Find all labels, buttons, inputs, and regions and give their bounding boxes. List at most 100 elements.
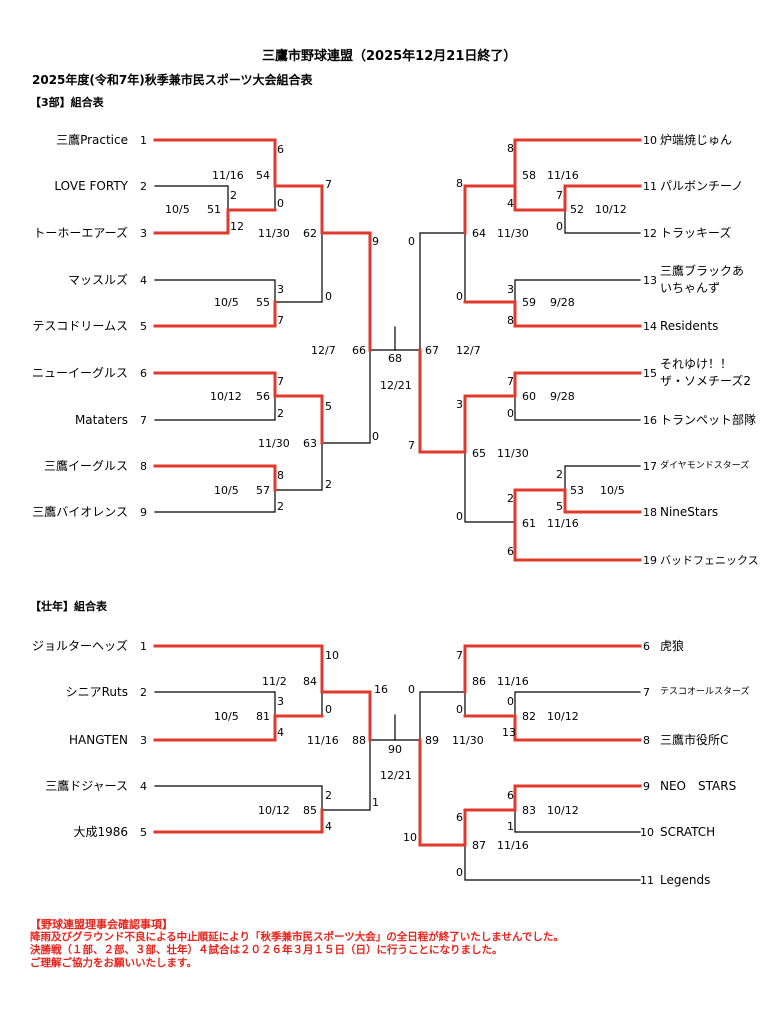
seed-number: 5: [140, 826, 147, 839]
game-number: 90: [388, 743, 402, 756]
seed-number: 7: [140, 414, 147, 427]
score: 6: [277, 143, 284, 156]
team-name: トランペット部隊: [660, 413, 757, 427]
score: 0: [408, 235, 415, 248]
score: 0: [507, 695, 514, 708]
score: 6: [507, 789, 514, 802]
team-name: パルボンチーノ: [660, 179, 744, 193]
date-label: 11/16: [547, 517, 579, 530]
date-label: 12/21: [380, 769, 412, 782]
score: 9: [372, 235, 379, 248]
game-number: 56: [256, 390, 270, 403]
seed-number: 9: [643, 780, 650, 793]
score: 2: [507, 492, 514, 505]
date-label: 9/28: [550, 296, 575, 309]
game-number: 68: [388, 352, 402, 365]
game-number: 86: [472, 675, 486, 688]
game-number: 84: [303, 675, 317, 688]
date-label: 11/30: [258, 227, 290, 240]
seed-number: 11: [640, 874, 654, 887]
team-name: ザ・ソメチーズ2: [660, 374, 752, 388]
team-name: 三鷹ドジャース: [45, 779, 128, 793]
score: 6: [456, 811, 463, 824]
team-name: LOVE FORTY: [54, 179, 128, 193]
date-label: 10/12: [547, 804, 579, 817]
score: 8: [507, 314, 514, 327]
score: 0: [325, 703, 332, 716]
date-label: 9/28: [550, 390, 575, 403]
seed-number: 1: [140, 640, 147, 653]
score: 0: [325, 290, 332, 303]
team-name: Legends: [660, 873, 711, 887]
team-name: シニアRuts: [65, 685, 128, 699]
score: 6: [507, 545, 514, 558]
team-name: 三鷹Practice: [56, 133, 128, 147]
date-label: 11/16: [212, 169, 244, 182]
date-label: 11/2: [262, 675, 287, 688]
game-number: 58: [522, 169, 536, 182]
page-title: 三鷹市野球連盟（2025年12月21日終了）: [262, 49, 517, 64]
team-name: それゆけ！！: [660, 357, 733, 371]
score: 7: [325, 178, 332, 191]
seed-number: 13: [643, 274, 657, 287]
section-title-sonen: 【壮年】組合表: [30, 600, 107, 613]
seed-number: 2: [140, 686, 147, 699]
score: 0: [277, 197, 284, 210]
seed-number: 17: [643, 460, 657, 473]
seed-number: 8: [140, 460, 147, 473]
game-number: 55: [256, 296, 270, 309]
team-name: Residents: [660, 319, 719, 333]
seed-number: 9: [140, 506, 147, 519]
score: 7: [277, 314, 284, 327]
date-label: 11/16: [497, 839, 529, 852]
score: 0: [556, 220, 563, 233]
date-label: 10/5: [214, 296, 239, 309]
score: 5: [556, 500, 563, 513]
seed-number: 5: [140, 320, 147, 333]
game-number: 64: [472, 227, 486, 240]
game-number: 54: [256, 169, 270, 182]
score: 0: [456, 510, 463, 523]
score: 0: [456, 290, 463, 303]
game-number: 53: [570, 484, 584, 497]
seed-number: 3: [140, 227, 147, 240]
score: 0: [408, 683, 415, 696]
game-number: 83: [522, 804, 536, 817]
score: 7: [408, 439, 415, 452]
seed-number: 8: [643, 734, 650, 747]
date-label: 10/5: [214, 484, 239, 497]
date-label: 10/5: [165, 203, 190, 216]
date-label: 11/30: [497, 447, 529, 460]
team-name: NineStars: [660, 505, 719, 519]
team-name: ダイヤモンドスターズ: [660, 461, 750, 471]
team-name: 大成1986: [73, 825, 128, 839]
score: 0: [456, 703, 463, 716]
score: 7: [507, 375, 514, 388]
score: 10: [403, 831, 417, 844]
team-name: 炉端焼じゅん: [660, 133, 733, 147]
seed-number: 14: [643, 320, 657, 333]
seed-number: 6: [643, 640, 650, 653]
game-number: 52: [570, 203, 584, 216]
date-label: 11/16: [307, 734, 339, 747]
team-name: トーホーエアーズ: [33, 226, 128, 240]
seed-number: 18: [643, 506, 657, 519]
seed-number: 4: [140, 274, 147, 287]
score: 2: [325, 478, 332, 491]
score: 0: [507, 407, 514, 420]
date-label: 12/21: [380, 379, 412, 392]
score: 8: [507, 142, 514, 155]
game-number: 65: [472, 447, 486, 460]
game-number: 51: [207, 203, 221, 216]
seed-number: 10: [640, 826, 654, 839]
date-label: 11/30: [497, 227, 529, 240]
date-label: 12/7: [456, 344, 481, 357]
date-label: 10/5: [600, 484, 625, 497]
score: 7: [456, 649, 463, 662]
team-name: 三鷹ブラックあ: [660, 264, 745, 278]
team-name: Mataters: [74, 413, 128, 427]
score: 4: [325, 820, 332, 833]
notice-line: 決勝戦（１部、２部、３部、壮年）４試合は２０２６年３月１５日（日）に行うことにな…: [30, 944, 503, 956]
team-name: NEO STARS: [660, 779, 737, 793]
